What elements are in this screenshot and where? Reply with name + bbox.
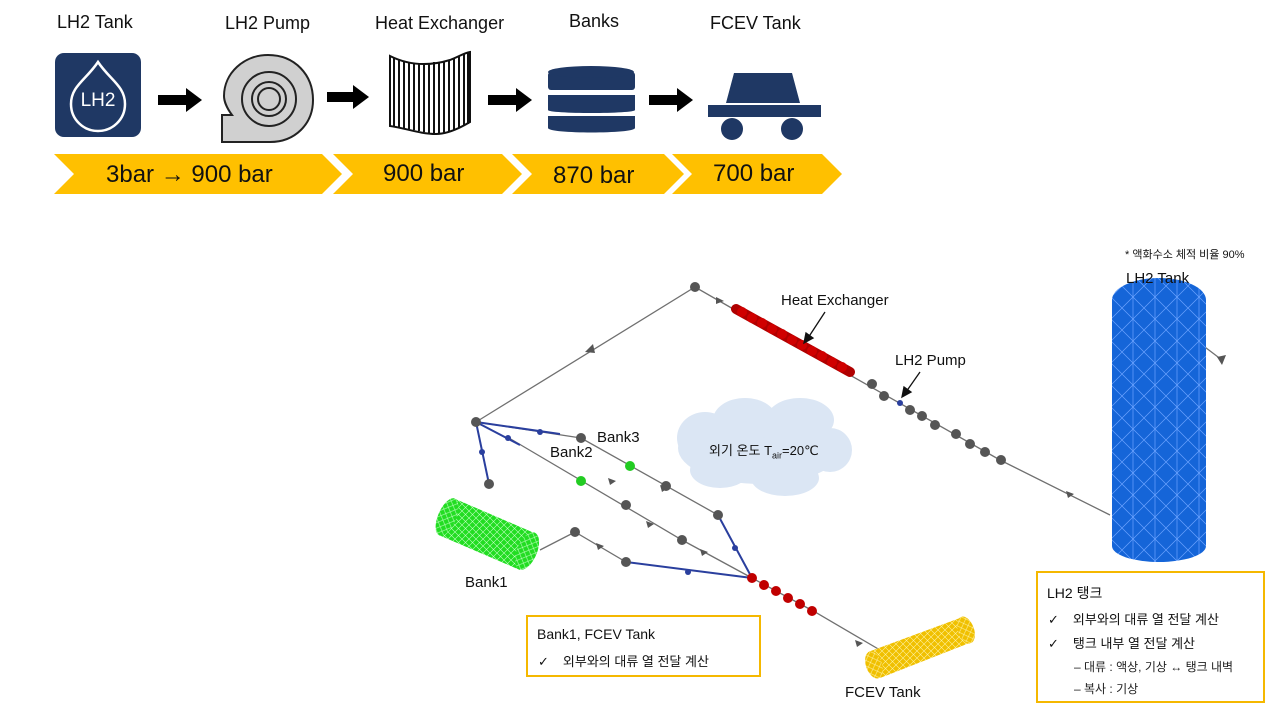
vehicle-icon (708, 73, 821, 140)
pump-model (867, 379, 1006, 465)
note-box-lh2: LH2 탱크 ✓외부와의 대류 열 전달 계산 ✓탱크 내부 열 전달 계산 –… (1036, 571, 1265, 703)
lh2-icon-text: LH2 (81, 90, 116, 111)
lh2-tank-icon: LH2 (55, 53, 141, 137)
pressure-label-banks: 870 bar (553, 162, 635, 189)
note-title: LH2 탱크 (1047, 585, 1103, 601)
label-lh2-pump: LH2 Pump (895, 352, 966, 369)
label-fcev-tank: FCEV Tank (845, 684, 921, 701)
bank1-model (435, 498, 540, 570)
pressure-label-hx: 900 bar (383, 160, 465, 187)
valve-nodes (576, 461, 635, 486)
database-banks-icon (548, 66, 635, 133)
note-box-bank-fcev: Bank1, FCEV Tank ✓외부와의 대류 열 전달 계산 (526, 615, 761, 677)
pipe-nodes (471, 282, 723, 567)
pressure-label-pump: 3bar → 900 bar (106, 161, 273, 188)
ambient-cloud-icon (677, 398, 852, 496)
label-bank3: Bank3 (597, 429, 640, 446)
stage-label-lh2-pump: LH2 Pump (225, 13, 311, 33)
note-item: ✓외부와의 대류 열 전달 계산 (1048, 612, 1219, 627)
heat-exchanger-model (731, 304, 855, 377)
label-heat-exchanger: Heat Exchanger (781, 292, 889, 309)
process-icons: LH2 (54, 50, 842, 194)
footnote: * 액화수소 체적 비율 90% (1125, 249, 1245, 261)
stage-label-banks: Banks (569, 11, 620, 31)
fcev-tank-model (865, 616, 975, 679)
check-icon: ✓ (1048, 612, 1059, 627)
pressure-label-fcev: 700 bar (713, 160, 795, 187)
note-item: ✓외부와의 대류 열 전달 계산 (538, 654, 709, 669)
lh2-tank-model (1112, 278, 1206, 562)
label-lh2-tank: LH2 Tank (1126, 270, 1190, 287)
label-bank1: Bank1 (465, 574, 508, 591)
note-title: Bank1, FCEV Tank (537, 626, 656, 642)
valve-markers (479, 429, 738, 575)
note-item: ✓탱크 내부 열 전달 계산 (1048, 636, 1195, 651)
stage-label-lh2-tank: LH2 Tank (57, 12, 133, 32)
flow-arrow-icon (158, 85, 693, 112)
note-subitem: – 복사 : 기상 (1074, 682, 1139, 696)
pump-icon (221, 53, 315, 143)
pressure-chevrons (54, 154, 842, 194)
heat-exchanger-icon (389, 50, 471, 136)
label-bank2: Bank2 (550, 444, 593, 461)
ambient-temperature-label: 외기 온도 Tair=20℃ (709, 443, 819, 461)
callout-arrow-icons (803, 311, 921, 399)
stage-label-heat-exchanger: Heat Exchanger (375, 13, 505, 33)
dispenser-line-model (747, 573, 817, 616)
check-icon: ✓ (1048, 636, 1059, 651)
stage-label-fcev-tank: FCEV Tank (710, 13, 801, 33)
note-subitem: – 대류 : 액상, 기상 ↔ 탱크 내벽 (1074, 660, 1234, 674)
check-icon: ✓ (538, 654, 549, 669)
